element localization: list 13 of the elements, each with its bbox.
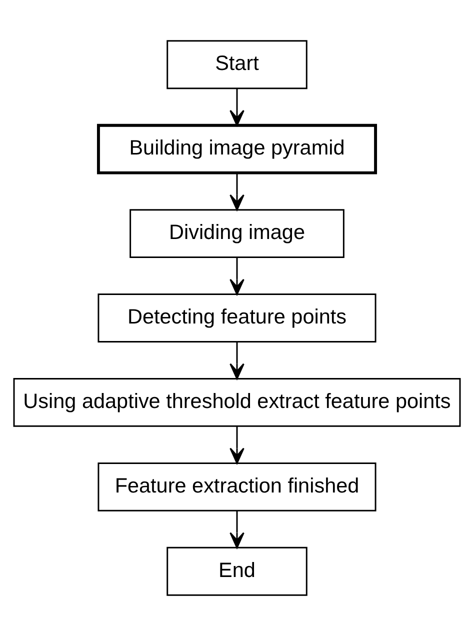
- arrow: [230, 88, 244, 126]
- node-box: Dividing image: [130, 208, 344, 258]
- arrow: [230, 426, 244, 464]
- arrow: [230, 172, 244, 210]
- node-box: Using adaptive threshold extract feature points: [13, 378, 461, 426]
- arrow: [230, 510, 244, 548]
- node-box: Feature extraction finished: [98, 462, 376, 511]
- arrow: [230, 341, 244, 379]
- node-box: Start: [166, 40, 308, 89]
- node-box: End: [166, 546, 308, 596]
- node-box: Building image pyramid: [96, 123, 378, 174]
- node-box: Detecting feature points: [98, 293, 376, 342]
- arrow: [230, 256, 244, 295]
